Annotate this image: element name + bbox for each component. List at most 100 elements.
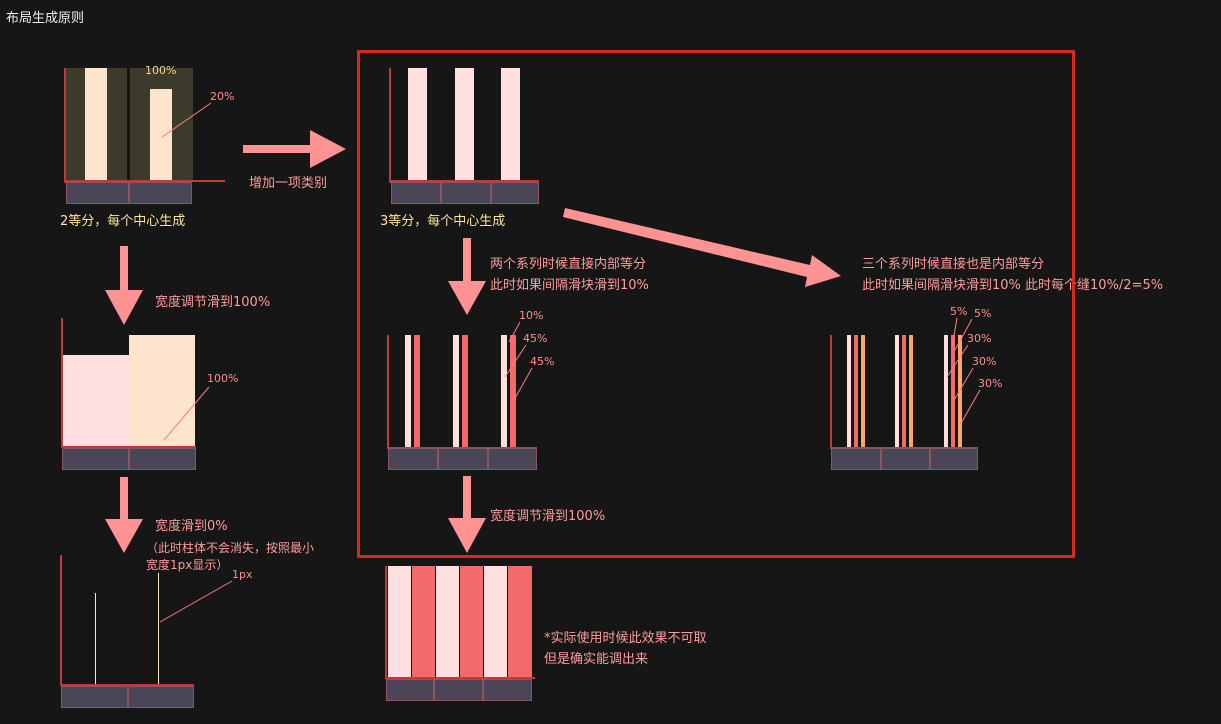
note-line1: *实际使用时候此效果不可取: [544, 631, 707, 646]
bar: [436, 566, 459, 678]
caption: 3等分，每个中心生成: [380, 214, 506, 229]
desc-line2: 此时如果间隔滑块滑到10%: [490, 278, 649, 293]
category-cell: [391, 182, 441, 204]
leader-line: [159, 580, 233, 623]
bar: [129, 335, 195, 447]
bar: [412, 566, 435, 678]
leader-line: [959, 389, 981, 426]
label-20: 20%: [210, 90, 235, 103]
category-cell: [488, 448, 537, 470]
bar: [951, 335, 955, 448]
bar: [510, 335, 516, 448]
category-cell: [434, 679, 483, 701]
leader-line: [951, 317, 958, 348]
x-axis: [389, 180, 539, 182]
label-gap-2: 5%: [974, 307, 992, 320]
desc-line2: 此时如果间隔滑块滑到10% 此时每个缝10%/2=5%: [862, 278, 1164, 293]
label-gap: 10%: [519, 309, 544, 322]
category-cell: [441, 182, 491, 204]
category-cell: [129, 448, 196, 470]
x-axis: [60, 684, 194, 686]
bar: [455, 68, 474, 181]
bar: [85, 68, 107, 181]
label-series-c: 30%: [978, 377, 1003, 390]
y-axis: [387, 335, 389, 448]
label: 宽度调节滑到100%: [490, 509, 606, 524]
bar: [405, 335, 411, 448]
category-cell: [128, 686, 194, 708]
category-cell: [386, 679, 434, 701]
label-series-a: 30%: [967, 332, 992, 345]
bar: [958, 335, 962, 448]
bar: [854, 335, 858, 448]
x-axis: [64, 180, 225, 182]
y-axis: [385, 566, 387, 679]
leader-line: [163, 386, 210, 441]
label-series-a: 45%: [523, 332, 548, 345]
y-axis: [60, 555, 62, 685]
bar: [895, 335, 899, 448]
category-cell: [930, 448, 978, 470]
label-100: 100%: [207, 372, 239, 385]
leader-line: [954, 318, 973, 351]
thin-bar: [95, 593, 96, 685]
category-cell: [62, 448, 129, 470]
bar: [944, 335, 948, 448]
bar: [508, 566, 532, 678]
bar: [861, 335, 865, 448]
category-cell: [483, 679, 532, 701]
bar: [484, 566, 507, 678]
bar: [460, 566, 483, 678]
category-cell: [129, 182, 192, 204]
bar: [501, 68, 520, 181]
label-1px: 1px: [232, 568, 253, 581]
note-line2: 但是确实能调出来: [544, 652, 649, 667]
arrow-down-icon: [105, 246, 143, 325]
x-axis: [385, 677, 535, 679]
label-series-b: 45%: [530, 355, 555, 368]
label-gap-1: 5%: [950, 305, 968, 318]
note-line2: 宽度1px显示）: [146, 558, 229, 572]
caption: 2等分，每个中心生成: [60, 214, 186, 229]
leader-line: [513, 367, 533, 401]
desc-line1: 三个系列时候直接也是内部等分: [862, 257, 1045, 272]
category-cell: [831, 448, 881, 470]
bar: [388, 566, 411, 678]
label: 宽度滑到0%: [155, 519, 228, 534]
bar: [501, 335, 507, 448]
note-line1: （此时柱体不会消失，按照最小: [146, 541, 315, 555]
x-axis: [61, 446, 196, 448]
page-title: 布局生成原则: [6, 11, 85, 26]
bar: [453, 335, 459, 448]
highlight-frame: [357, 50, 1075, 558]
desc-line1: 两个系列时候直接内部等分: [490, 257, 647, 272]
category-cell: [881, 448, 930, 470]
category-cell: [491, 182, 539, 204]
leader-line: [504, 344, 527, 378]
bar: [414, 335, 420, 448]
label: 宽度调节滑到100%: [155, 295, 271, 310]
arrow-down-icon: [448, 238, 486, 315]
y-axis: [830, 335, 832, 448]
category-cell: [438, 448, 488, 470]
y-axis: [64, 68, 66, 183]
leader-line: [946, 344, 969, 378]
bar: [847, 335, 851, 448]
leader-line: [952, 367, 974, 403]
bar: [902, 335, 906, 448]
arrow-label: 增加一项类别: [249, 176, 328, 191]
label-100: 100%: [145, 64, 177, 77]
leader-line: [161, 102, 212, 138]
arrow-right-icon: [243, 130, 346, 168]
label-series-b: 30%: [972, 355, 997, 368]
leader-line: [508, 321, 521, 343]
category-cell: [388, 448, 438, 470]
bar: [408, 68, 427, 181]
arrow-diagonal-icon: [563, 208, 841, 287]
bar: [63, 355, 129, 447]
thin-bar: [158, 573, 159, 685]
arrow-down-icon: [448, 476, 486, 553]
category-cell: [61, 686, 128, 708]
arrow-down-icon: [105, 477, 143, 553]
